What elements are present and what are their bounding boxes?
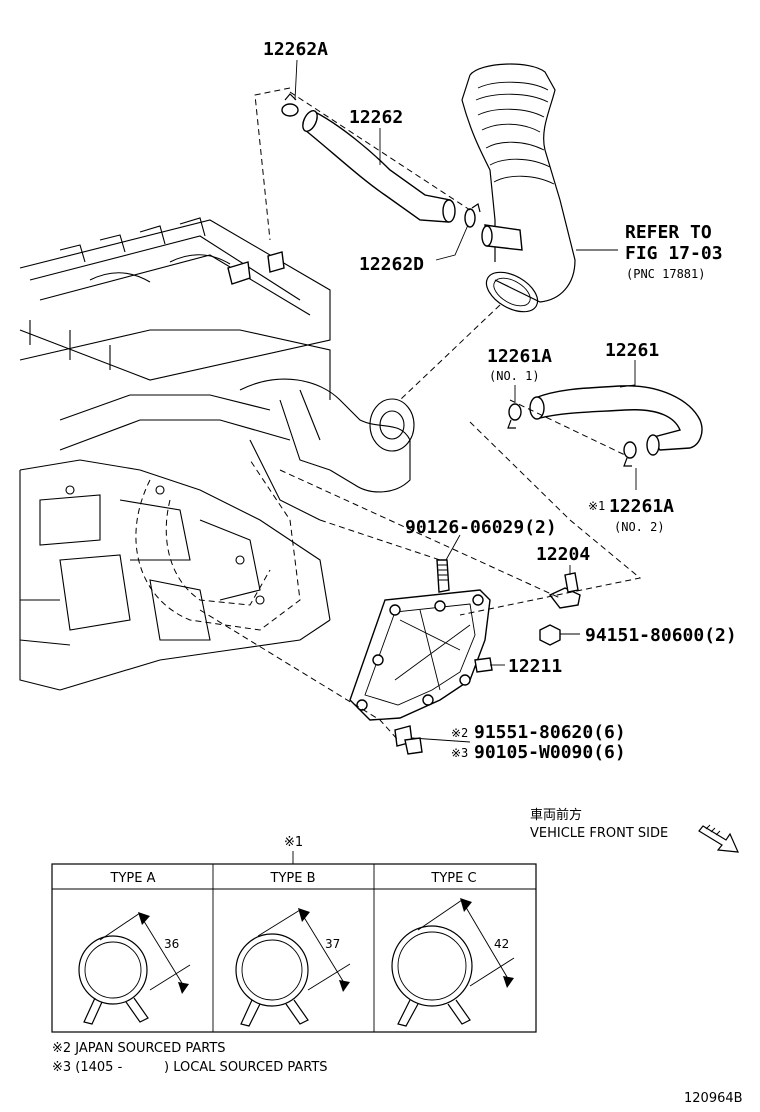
dim-type-b: 37 (325, 937, 340, 951)
table-ref-mark: ※1 (284, 835, 303, 850)
label-90105: 90105-W0090(6) (474, 742, 626, 763)
table-col-type-b: TYPE B (270, 871, 316, 886)
label-12261: 12261 (605, 340, 659, 361)
label-12261A-bottom: 12261A (609, 496, 674, 517)
vehicle-front-indicator: 車両前方 VEHICLE FRONT SIDE (530, 807, 739, 853)
footnotes: ※2 JAPAN SOURCED PARTS ※3 (1405 - ) LOCA… (52, 1041, 328, 1075)
label-12211: 12211 (508, 656, 562, 677)
hose-12261 (507, 385, 703, 467)
mounting-plate-12211 (349, 589, 493, 721)
small-parts (394, 559, 581, 755)
label-91551: 91551-80620(6) (474, 722, 626, 743)
label-mark2: ※2 (451, 726, 468, 740)
part-labels: 12262A 12262 12262D REFER TO FIG 17-03 (… (263, 39, 737, 763)
label-12262: 12262 (349, 107, 403, 128)
label-12262D: 12262D (359, 254, 424, 275)
label-mark1-small: ※1 (588, 499, 605, 513)
clamp-type-c-drawing (391, 898, 515, 1027)
label-12261A-top: 12261A (487, 346, 552, 367)
label-refer-line3: (PNC 17881) (626, 267, 705, 281)
dim-type-a: 36 (164, 937, 179, 951)
leader-lines (294, 59, 637, 743)
engine-block-illustration (19, 217, 415, 691)
clamp-type-b-drawing (235, 908, 351, 1027)
note-local-sourced-start: ※3 (1405 - (52, 1060, 123, 1075)
clamp-type-table: ※1 TYPE A TYPE B TYPE C 36 37 (51, 835, 537, 1033)
label-12262A: 12262A (263, 39, 328, 60)
label-mark3: ※3 (451, 746, 468, 760)
label-refer-line1: REFER TO (625, 222, 712, 243)
front-arrow-icon (698, 824, 739, 853)
dim-type-c: 42 (494, 937, 509, 951)
label-no1: (NO. 1) (489, 369, 540, 383)
label-94151: 94151-80600(2) (585, 625, 737, 646)
table-col-type-a: TYPE A (110, 871, 156, 886)
label-refer-line2: FIG 17-03 (625, 243, 723, 264)
note-local-sourced-end: ) LOCAL SOURCED PARTS (164, 1060, 328, 1075)
assembly-lines (199, 87, 642, 741)
label-12204: 12204 (536, 544, 590, 565)
clamp-type-a-drawing (78, 912, 191, 1025)
air-intake-hose (461, 63, 618, 313)
label-90126: 90126-06029(2) (405, 517, 557, 538)
figure-id: 120964B (684, 1091, 743, 1106)
hose-12262 (281, 93, 481, 228)
front-side-jp: 車両前方 (530, 807, 582, 823)
label-no2: (NO. 2) (614, 520, 665, 534)
front-side-en: VEHICLE FRONT SIDE (530, 826, 668, 841)
table-col-type-c: TYPE C (430, 871, 476, 886)
note-japan-sourced: ※2 JAPAN SOURCED PARTS (52, 1041, 226, 1056)
